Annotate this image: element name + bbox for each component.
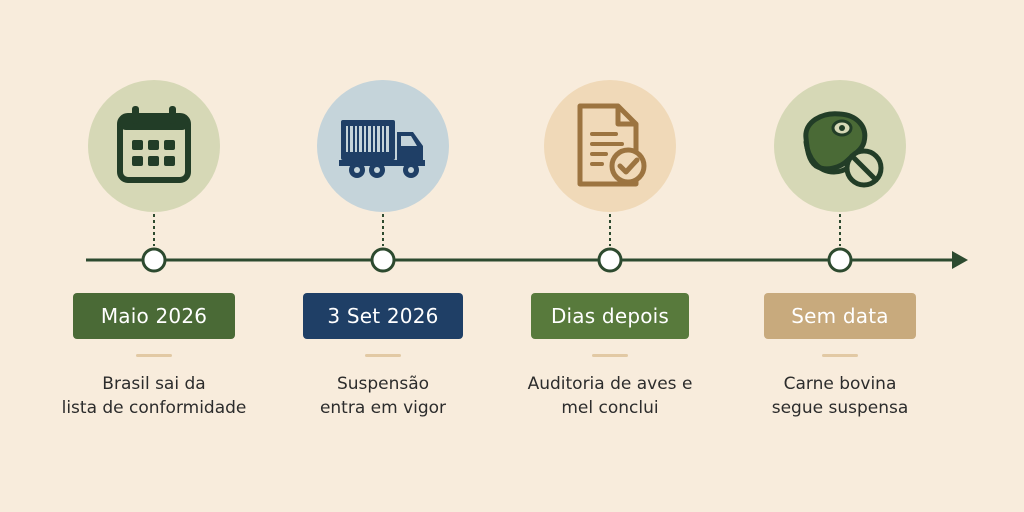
caption-2-line-2: entra em vigor [319,398,447,418]
caption-3-line-2: mel conclui [561,398,659,418]
divider-2 [365,354,401,357]
milestone-2: 3 Set 2026 Suspensão entra em vigor [273,0,493,512]
caption-2-line-1: Suspensão [336,374,430,394]
caption-3-line-1: Auditoria de aves e [527,374,693,394]
caption-1-line-2: lista de conformidade [61,398,247,418]
caption-4-line-2: segue suspensa [771,398,909,418]
icon-circle-4 [774,80,906,212]
milestone-1: Maio 2026 Brasil sai da lista de conform… [44,0,264,512]
meat-prohibited-icon [803,111,884,188]
date-badge-2: 3 Set 2026 [303,293,463,339]
caption-4: Carne bovina segue suspensa [730,372,950,420]
icon-circle-2 [317,80,449,212]
icon-circle-3 [544,80,676,212]
date-badge-4: Sem data [764,293,916,339]
milestone-4: Sem data Carne bovina segue suspensa [730,0,950,512]
timeline-node-4 [827,247,853,273]
divider-3 [592,354,628,357]
caption-4-line-1: Carne bovina [783,374,897,394]
icon-circle-1 [88,80,220,212]
milestone-3: Dias depois Auditoria de aves e mel conc… [500,0,720,512]
caption-1: Brasil sai da lista de conformidade [44,372,264,420]
document-check-icon [577,103,647,187]
timeline-node-2 [370,247,396,273]
date-badge-1: Maio 2026 [73,293,235,339]
timeline-node-3 [597,247,623,273]
calendar-icon [117,106,191,183]
caption-1-line-1: Brasil sai da [102,374,206,394]
truck-icon [339,120,425,178]
timeline-arrowhead [952,251,968,269]
divider-1 [136,354,172,357]
caption-2: Suspensão entra em vigor [273,372,493,420]
timeline-node-1 [141,247,167,273]
date-badge-3: Dias depois [531,293,689,339]
divider-4 [822,354,858,357]
caption-3: Auditoria de aves e mel conclui [500,372,720,420]
